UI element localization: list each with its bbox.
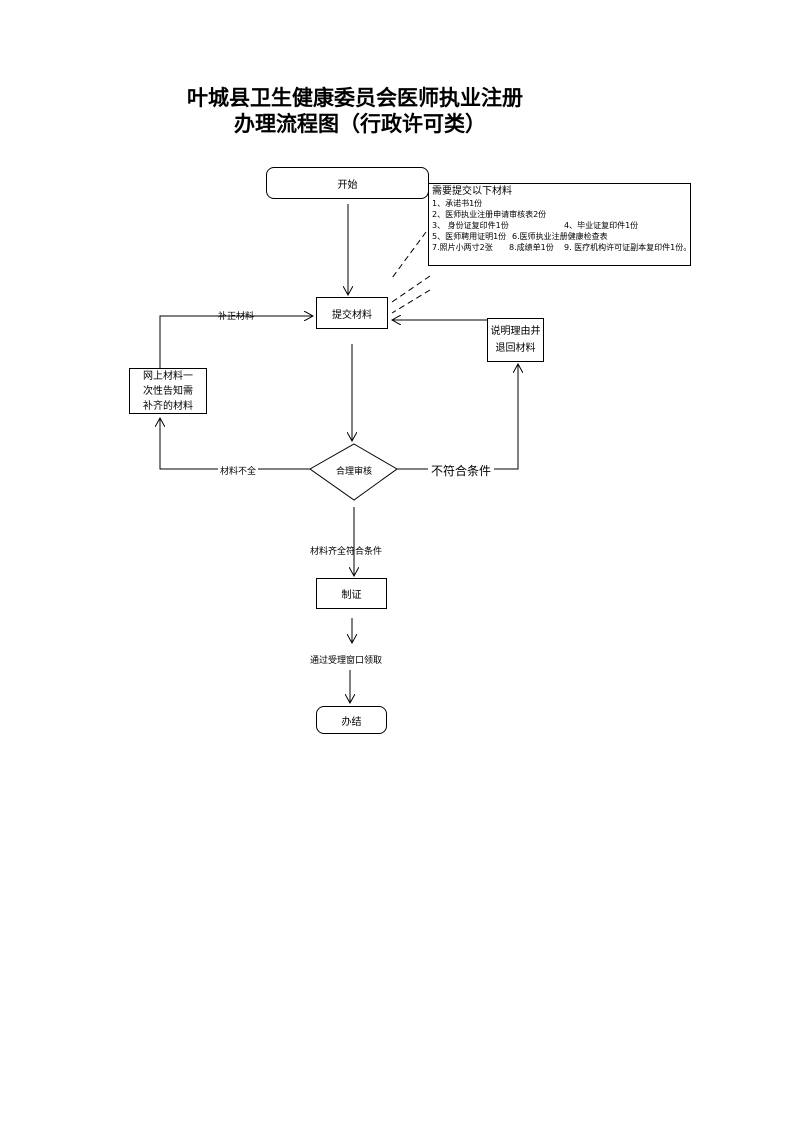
callout-dash-1 (391, 231, 427, 279)
callout-dash-3 (391, 289, 431, 314)
materials-note: 需要提交以下材料 1、承诺书1份 2、医师执业注册申请审核表2份 3、 身份证复… (428, 183, 691, 266)
submit-label: 提交材料 (332, 309, 372, 321)
start-label: 开始 (337, 179, 358, 191)
online-notice-line-1: 网上材料一 (143, 370, 193, 382)
finish-label: 办结 (341, 716, 362, 728)
callout-dash-2 (391, 275, 431, 303)
edge-label-complete: 材料齐全符合条件 (310, 547, 383, 557)
arrow-review-to-explain (397, 364, 518, 470)
online-notice-node: 网上材料一 次性告知需 补齐的材料 (129, 368, 207, 414)
explain-line-1: 说明理由并 (490, 326, 541, 337)
review-label: 合理审核 (335, 467, 372, 477)
explain-line-2: 退回材料 (495, 343, 536, 354)
page-title-line-1: 叶城县卫生健康委员会医师执业注册 (187, 85, 523, 110)
materials-heading: 需要提交以下材料 (432, 186, 512, 197)
edge-label-pickup: 通过受理窗口领取 (310, 656, 383, 666)
arrow-online-notice-to-submit (159, 316, 313, 368)
make-cert-node: 制证 (316, 578, 387, 609)
online-notice-line-3: 补齐的材料 (143, 400, 193, 412)
explain-node: 说明理由并 退回材料 (487, 318, 544, 362)
materials-item-4: 4、毕业证复印件1份 (564, 221, 639, 230)
review-diamond (309, 443, 398, 501)
materials-item-1: 1、承诺书1份 (432, 199, 483, 208)
materials-item-3: 3、 身份证复印件1份 (432, 221, 509, 230)
submit-node: 提交材料 (316, 297, 388, 329)
online-notice-line-2: 次性告知需 (143, 385, 193, 397)
page-title-line-2: 办理流程图（行政许可类） (234, 111, 486, 136)
start-node: 开始 (266, 167, 429, 199)
materials-item-7: 7.照片小两寸2张 (432, 243, 493, 252)
edge-label-incomplete: 材料不全 (218, 464, 259, 477)
materials-item-5: 5、医师聘用证明1份 (432, 232, 507, 241)
finish-node: 办结 (316, 706, 387, 734)
materials-item-8: 8.成绩单1份 (509, 243, 554, 252)
edge-label-not-qualified: 不符合条件 (428, 462, 495, 479)
make-cert-label: 制证 (341, 590, 362, 601)
materials-item-6: 6.医师执业注册健康检查表 (512, 232, 608, 241)
materials-item-9: 9. 医疗机构许可证副本复印件1份。 (564, 243, 692, 252)
materials-item-2: 2、医师执业注册申请审核表2份 (432, 210, 547, 219)
arrow-review-to-online-notice (160, 418, 310, 470)
edge-label-supplement: 补正材料 (218, 312, 255, 322)
